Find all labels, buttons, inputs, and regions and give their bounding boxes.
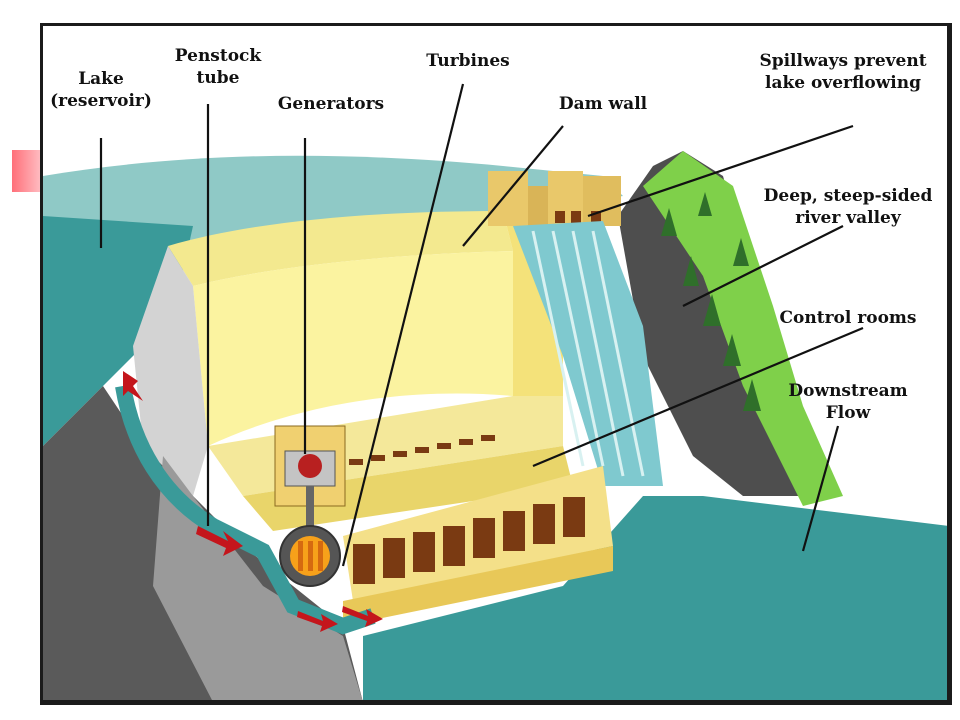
turbine-shaft	[306, 486, 314, 526]
dam-concrete-flank	[133, 246, 208, 496]
turbine-blade	[318, 541, 323, 571]
generator-turbine-unit	[274, 425, 346, 587]
downstream-water	[363, 496, 947, 700]
dam-face	[193, 251, 513, 446]
control-room-windows	[353, 497, 585, 584]
water-streak	[531, 230, 585, 467]
window	[533, 504, 555, 544]
spillway-towers	[488, 171, 621, 226]
valley-slope	[643, 151, 843, 506]
label-reservoir: (reservoir)	[50, 91, 152, 111]
spillway-gate	[555, 211, 565, 223]
spillway-tower	[583, 176, 621, 226]
leader-line-control-rooms	[532, 326, 864, 468]
window	[393, 451, 407, 457]
turbine-blades	[298, 541, 323, 571]
label-downstream: Downstream	[788, 381, 907, 401]
window	[413, 532, 435, 572]
labels: Lake (reservoir) Penstock tube Generator…	[50, 46, 932, 423]
label-river-valley: river valley	[795, 208, 902, 228]
window	[383, 538, 405, 578]
water-streak	[571, 230, 625, 477]
tree-group	[661, 192, 761, 411]
label-overflowing: lake overflowing	[765, 73, 921, 93]
turbine-blade	[298, 541, 303, 571]
window	[459, 439, 473, 445]
turbine-blade	[308, 541, 313, 571]
penstock-tube	[115, 384, 376, 635]
water-streak	[551, 230, 605, 467]
label-turbines: Turbines	[426, 51, 510, 71]
window	[349, 459, 363, 465]
tree	[683, 256, 699, 286]
spillway-gate	[571, 211, 581, 223]
spillway-chute	[513, 221, 663, 486]
flow-arrows	[123, 371, 383, 632]
window	[415, 447, 429, 453]
leader-line-downstream	[801, 425, 840, 552]
leader-lines	[99, 83, 864, 567]
window	[563, 497, 585, 537]
leader-line-turbines	[341, 83, 465, 567]
window	[353, 544, 375, 584]
spillway-tower	[488, 171, 528, 226]
leader-line-spillways	[587, 124, 854, 218]
water-streak	[591, 230, 645, 477]
flow-arrow-icon	[123, 371, 143, 401]
leader-line-dam-wall	[462, 125, 564, 247]
flow-arrow-icon	[196, 526, 243, 556]
tree	[661, 208, 677, 236]
label-lake: Lake	[78, 69, 124, 89]
label-deep-steep: Deep, steep-sided	[764, 186, 933, 206]
tree	[698, 192, 712, 216]
reservoir-water	[43, 216, 193, 446]
diagram-canvas: Lake (reservoir) Penstock tube Generator…	[43, 46, 947, 700]
label-generators: Generators	[278, 94, 384, 114]
hydroelectric-dam-diagram: Lake (reservoir) Penstock tube Generator…	[40, 23, 952, 705]
window	[481, 435, 495, 441]
tree	[733, 238, 749, 266]
window	[437, 443, 451, 449]
label-flow: Flow	[826, 403, 871, 423]
tree	[743, 379, 761, 411]
label-tube: tube	[197, 68, 240, 88]
label-penstock: Penstock	[175, 46, 263, 66]
generator-top	[298, 454, 322, 478]
powerhouse-base	[343, 546, 613, 626]
tree	[703, 294, 721, 326]
window	[503, 511, 525, 551]
window	[473, 518, 495, 558]
label-control-rooms: Control rooms	[780, 308, 917, 328]
label-dam-wall: Dam wall	[559, 94, 648, 114]
powerhouse	[208, 396, 613, 626]
spillway-gate	[591, 211, 601, 223]
flow-arrow-icon	[342, 606, 383, 627]
label-spillways: Spillways prevent	[759, 51, 926, 71]
tree	[723, 334, 741, 366]
window	[371, 455, 385, 461]
powerhouse-step	[243, 446, 573, 531]
spillway-streaks	[531, 230, 645, 477]
window	[443, 526, 465, 566]
leader-line-valley	[682, 225, 844, 307]
flow-arrow-icon	[297, 611, 338, 632]
spillway-tower	[528, 186, 548, 226]
